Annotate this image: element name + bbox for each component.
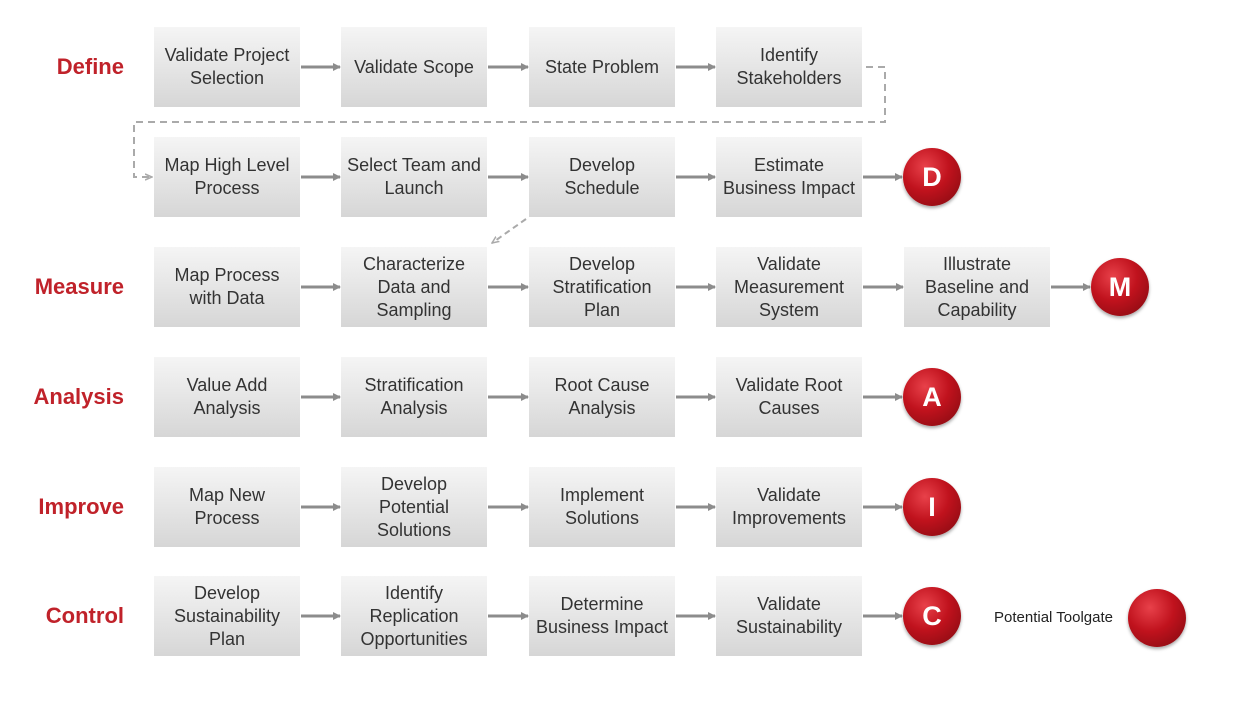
phase-label-measure: Measure	[34, 274, 124, 299]
step-box-characterize-data-and-sampling: Characterize Data and Sampling	[341, 247, 487, 327]
step-box-validate-measurement-system: Validate Measurement System	[716, 247, 862, 327]
step-box-implement-solutions: Implement Solutions	[529, 467, 675, 547]
step-box-identify-stakeholders: Identify Stakeholders	[716, 27, 862, 107]
toolgate-i: I	[903, 478, 961, 536]
step-box-map-high-level-process: Map High Level Process	[154, 137, 300, 217]
step-box-validate-scope: Validate Scope	[341, 27, 487, 107]
step-box-determine-business-impact: Determine Business Impact	[529, 576, 675, 656]
schedule-to-characterize-connector	[492, 218, 527, 243]
phase-label-improve: Improve	[38, 494, 124, 519]
step-box-develop-stratification-plan: Develop Stratification Plan	[529, 247, 675, 327]
phase-label-define: Define	[56, 54, 124, 79]
define-wrap-connector	[133, 66, 886, 177]
step-box-develop-potential-solutions: Develop Potential Solutions	[341, 467, 487, 547]
step-box-validate-improvements: Validate Improvements	[716, 467, 862, 547]
step-box-develop-schedule: Develop Schedule	[529, 137, 675, 217]
toolgate-d: D	[903, 148, 961, 206]
toolgate-c: C	[903, 587, 961, 645]
step-box-state-problem: State Problem	[529, 27, 675, 107]
step-box-identify-replication-opportunities: Identify Replication Opportunities	[341, 576, 487, 656]
step-box-value-add-analysis: Value Add Analysis	[154, 357, 300, 437]
toolgate-m: M	[1091, 258, 1149, 316]
step-box-develop-sustainability-plan: Develop Sustainability Plan	[154, 576, 300, 656]
step-box-root-cause-analysis: Root Cause Analysis	[529, 357, 675, 437]
step-box-validate-sustainability: Validate Sustainability	[716, 576, 862, 656]
step-box-stratification-analysis: Stratification Analysis	[341, 357, 487, 437]
phase-label-control: Control	[45, 603, 124, 628]
toolgate-a: A	[903, 368, 961, 426]
step-box-validate-project-selection: Validate Project Selection	[154, 27, 300, 107]
step-box-illustrate-baseline-and-capability: Illustrate Baseline and Capability	[904, 247, 1050, 327]
step-box-validate-root-causes: Validate Root Causes	[716, 357, 862, 437]
legend-toolgate-icon	[1128, 589, 1186, 647]
phase-label-analysis: Analysis	[33, 384, 125, 409]
legend-label: Potential Toolgate	[994, 609, 1113, 626]
step-box-select-team-and-launch: Select Team and Launch	[341, 137, 487, 217]
step-box-map-new-process: Map New Process	[154, 467, 300, 547]
step-box-estimate-business-impact: Estimate Business Impact	[716, 137, 862, 217]
step-box-map-process-with-data: Map Process with Data	[154, 247, 300, 327]
